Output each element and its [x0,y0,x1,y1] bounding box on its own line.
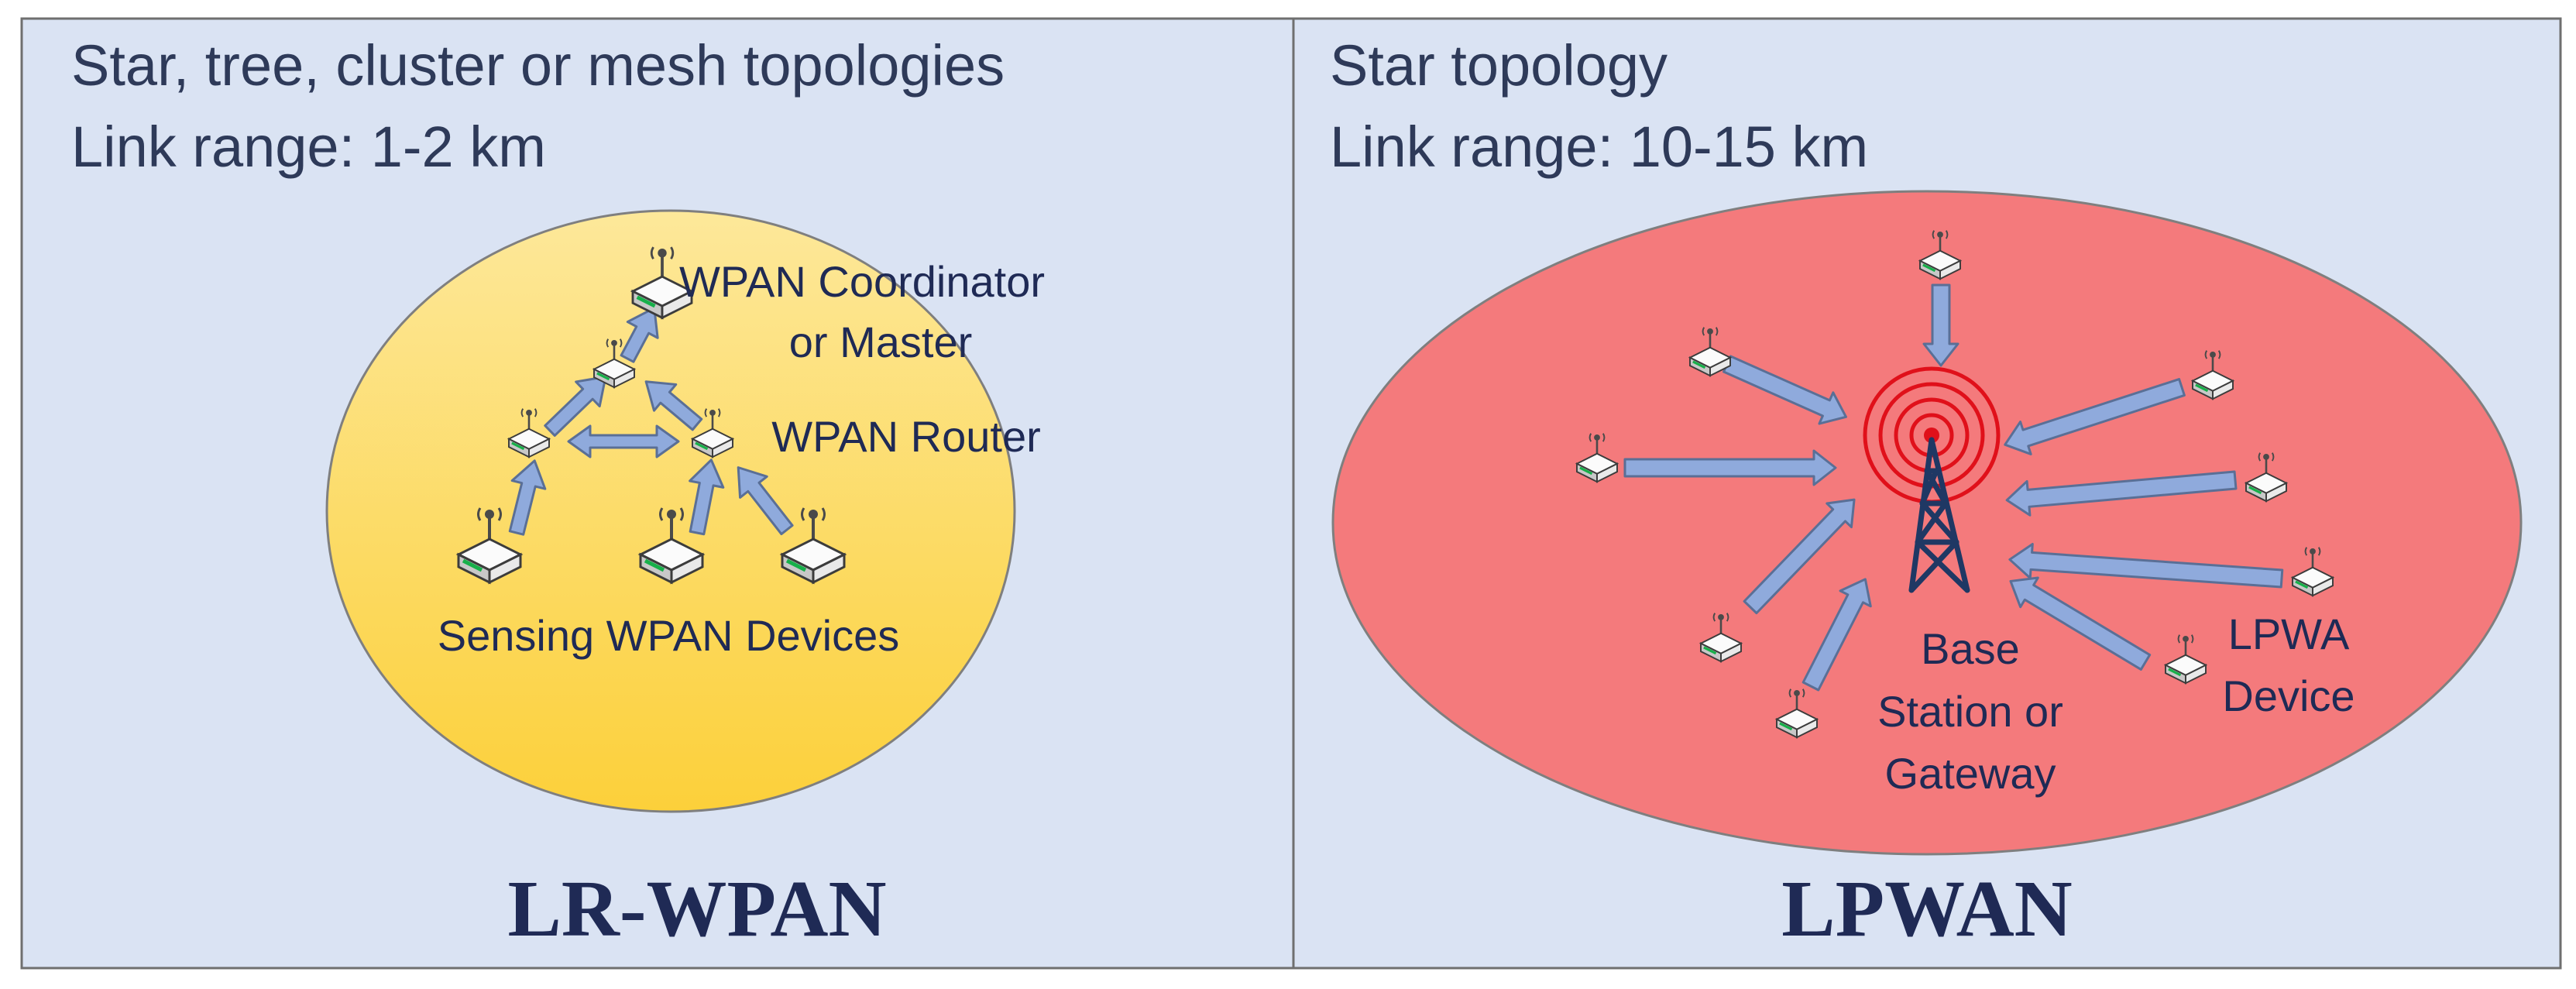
link-arrow [1801,578,1872,692]
link-arrow [2008,542,2284,589]
link-arrow [544,376,607,437]
link-arrow [644,380,703,431]
base-station-label-line2: Station or [1877,687,2063,736]
link-arrow [1722,355,1847,425]
link-arrow [2009,576,2152,671]
cell-tower-icon [1863,366,2001,593]
coordinator-label-line2: or Master [789,318,973,366]
link-arrow [2004,378,2186,455]
link-arrow [508,459,547,536]
link-arrow [1922,283,1959,367]
link-arrow [737,466,794,536]
link-arrow [2005,470,2238,517]
lpwan-heading-topology: Star topology [1330,33,1668,98]
base-station-label-line1: Base [1921,624,2020,673]
bidirectional-link-arrow [567,424,680,458]
lpwa-device-label-line2: Device [2222,671,2354,720]
link-arrow [620,307,659,363]
base-station-label-line3: Gateway [1885,749,2056,798]
lrwpan-heading-link-range: Link range: 1-2 km [71,115,546,179]
link-arrow [1743,498,1856,615]
sensing-devices-label: Sensing WPAN Devices [438,611,900,660]
lrwpan-links [508,307,794,536]
lpwan-title: LPWAN [1781,864,2073,953]
lpwan-coverage-area [1331,190,2523,856]
lpwan-heading-link-range: Link range: 10-15 km [1330,115,1868,179]
lpwan-links [1623,283,2284,692]
link-arrow [1623,449,1837,486]
router-label: WPAN Router [771,412,1040,461]
lrwpan-title: LR-WPAN [507,864,886,953]
link-arrow [689,458,725,536]
coordinator-label-line1: WPAN Coordinator [679,257,1045,306]
lpwa-device-label-line1: LPWA [2228,610,2350,658]
lrwpan-heading-topologies: Star, tree, cluster or mesh topologies [71,33,1005,98]
